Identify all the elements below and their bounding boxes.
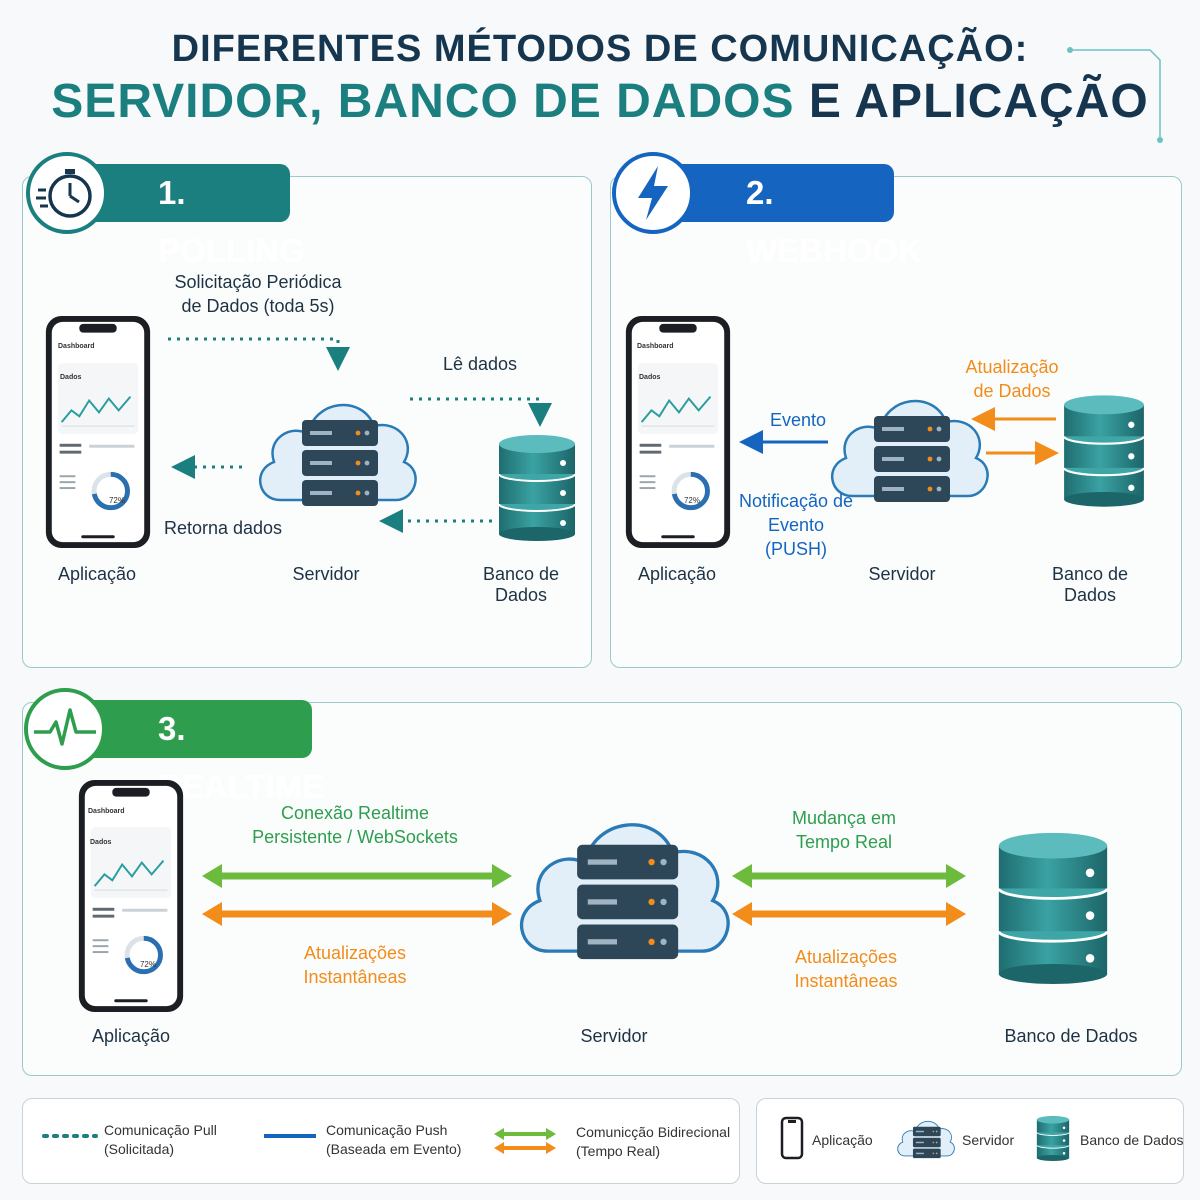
legend-communication — [22, 1098, 740, 1184]
polling-note-return: Retorna dados — [163, 518, 283, 538]
webhook-note-update-1: Atualização — [965, 357, 1059, 377]
legend-icons — [756, 1098, 1184, 1184]
legend-bidir-arrows — [494, 1128, 556, 1154]
legend-bidir-1: Comunicção Bidirecional — [576, 1124, 731, 1140]
webhook-arrows — [739, 407, 1059, 465]
phone-dados-label: Dados — [90, 839, 112, 846]
legend-pull-2: (Solicitada) — [104, 1141, 175, 1157]
legend-push-line — [264, 1134, 316, 1138]
legend-push-2: (Baseada em Evento) — [326, 1141, 462, 1157]
webhook-note-event: Evento — [769, 410, 827, 430]
polling-label-app: Aplicação — [57, 564, 137, 584]
legend-push-1: Comunicação Push — [326, 1122, 448, 1138]
realtime-note-upd-right-1: Atualizações — [794, 947, 898, 967]
title-rest: E APLICAÇÃO — [794, 75, 1149, 128]
page-title-line1: DIFERENTES MÉTODOS DE COMUNICAÇÃO: — [171, 28, 1029, 70]
phone-percent: 72% — [683, 496, 700, 505]
realtime-note-upd-right-2: Instantâneas — [794, 971, 898, 991]
title-highlight: SERVIDOR, BANCO DE DADOS — [51, 75, 795, 128]
webhook-note-push-1: Notificação de — [738, 491, 854, 511]
realtime-note-upd-left-1: Atualizações — [303, 943, 407, 963]
phone-percent: 72% — [139, 960, 156, 969]
phone-dashboard-label: Dashboard — [88, 808, 125, 815]
circuit-decoration — [1067, 47, 1163, 143]
webhook-label-app: Aplicação — [637, 564, 717, 584]
polling-label-db: Banco de Dados — [482, 564, 560, 605]
webhook-label-server: Servidor — [868, 564, 936, 584]
phone-dashboard-label: Dashboard — [637, 343, 674, 350]
polling-arrows — [168, 337, 552, 533]
polling-label-server: Servidor — [292, 564, 360, 584]
legend-icon-app: Aplicação — [812, 1132, 873, 1148]
realtime-note-upd-left-2: Instantâneas — [303, 967, 407, 987]
realtime-note-conn-1: Conexão Realtime — [280, 803, 430, 823]
database-icon — [1036, 1114, 1070, 1162]
realtime-label-server: Servidor — [580, 1026, 648, 1046]
realtime-note-change-1: Mudança em — [791, 808, 897, 828]
realtime-label-db: Banco de Dados — [1004, 1026, 1138, 1046]
phone-icon — [780, 1116, 804, 1160]
legend-icon-db: Banco de Dados — [1080, 1132, 1184, 1148]
phone-dados-label: Dados — [60, 374, 82, 381]
lightning-icon — [612, 152, 694, 234]
webhook-note-update-2: de Dados — [973, 381, 1051, 401]
stopwatch-icon — [26, 152, 108, 234]
cloud-server-icon — [894, 1110, 956, 1164]
realtime-label-app: Aplicação — [91, 1026, 171, 1046]
realtime-arrows — [202, 864, 966, 926]
page-title-line2: SERVIDOR, BANCO DE DADOS E APLICAÇÃO — [0, 74, 1200, 129]
realtime-note-conn-2: Persistente / WebSockets — [252, 827, 458, 847]
legend-icon-server: Servidor — [962, 1132, 1015, 1148]
polling-note-read: Lê dados — [442, 354, 518, 374]
heartbeat-icon — [24, 688, 106, 770]
realtime-note-change-2: Tempo Real — [795, 832, 893, 852]
polling-note-request-2: de Dados (toda 5s) — [181, 296, 335, 316]
legend-pull-1: Comunicação Pull — [104, 1122, 217, 1138]
phone-percent: 72% — [108, 496, 125, 505]
webhook-label-db: Banco de Dados — [1051, 564, 1129, 605]
legend-bidir-2: (Tempo Real) — [576, 1143, 661, 1159]
webhook-note-push-2: Evento (PUSH) — [765, 515, 827, 559]
phone-dashboard-label: Dashboard — [58, 343, 95, 350]
phone-dados-label: Dados — [639, 374, 661, 381]
legend-pull-line — [42, 1134, 98, 1138]
polling-note-request-1: Solicitação Periódica — [174, 272, 342, 292]
